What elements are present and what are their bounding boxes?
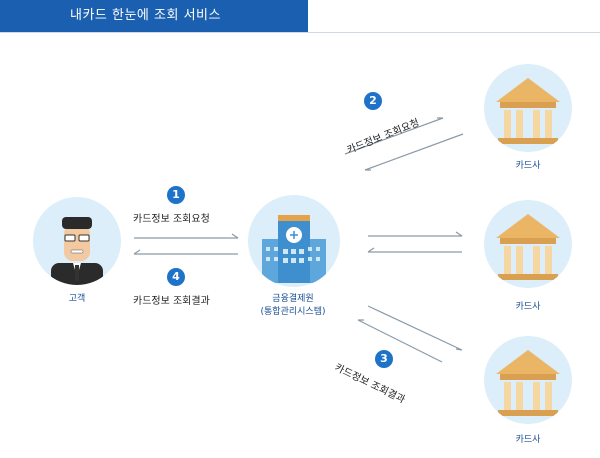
- arrow-request-1: [134, 233, 239, 239]
- card-company-middle-label: 카드사: [515, 302, 541, 312]
- bank-icon: [496, 350, 560, 416]
- card-company-bottom: [484, 336, 572, 424]
- customer-label: 고객: [68, 294, 86, 304]
- header-divider: [0, 32, 600, 33]
- card-company-top-label: 카드사: [515, 161, 541, 171]
- arrow-result-4: [133, 249, 238, 255]
- step-4-text: 카드정보 조회결과: [133, 296, 210, 307]
- step-1-badge: 1: [167, 186, 185, 204]
- card-company-middle: [484, 200, 572, 288]
- arrow-request-2: [344, 117, 444, 155]
- arrow-result-3: [357, 319, 443, 363]
- hub-label-line1: 금융결제원: [272, 294, 314, 304]
- arrow-result-2back: [364, 133, 464, 171]
- step-3-badge: 3: [375, 350, 393, 368]
- customer-avatar: [33, 197, 121, 285]
- bank-icon: [496, 214, 560, 280]
- arrow-result-mid: [367, 247, 462, 253]
- card-company-top: [484, 64, 572, 152]
- hub-circle: [248, 195, 340, 287]
- header-bar: 내카드 한눈에 조회 서비스: [0, 0, 308, 32]
- arrow-request-mid: [368, 231, 463, 237]
- page-title: 내카드 한눈에 조회 서비스: [70, 8, 221, 23]
- step-1-text: 카드정보 조회요청: [133, 214, 210, 225]
- person-icon: [51, 217, 103, 285]
- step-2-badge: 2: [364, 92, 382, 110]
- hub-label-line2: (통합관리시스템): [260, 307, 326, 317]
- building-icon: [262, 215, 326, 283]
- step-4-badge: 4: [167, 268, 185, 286]
- card-company-bottom-label: 카드사: [515, 435, 541, 445]
- bank-icon: [496, 78, 560, 144]
- arrow-request-3: [367, 305, 463, 351]
